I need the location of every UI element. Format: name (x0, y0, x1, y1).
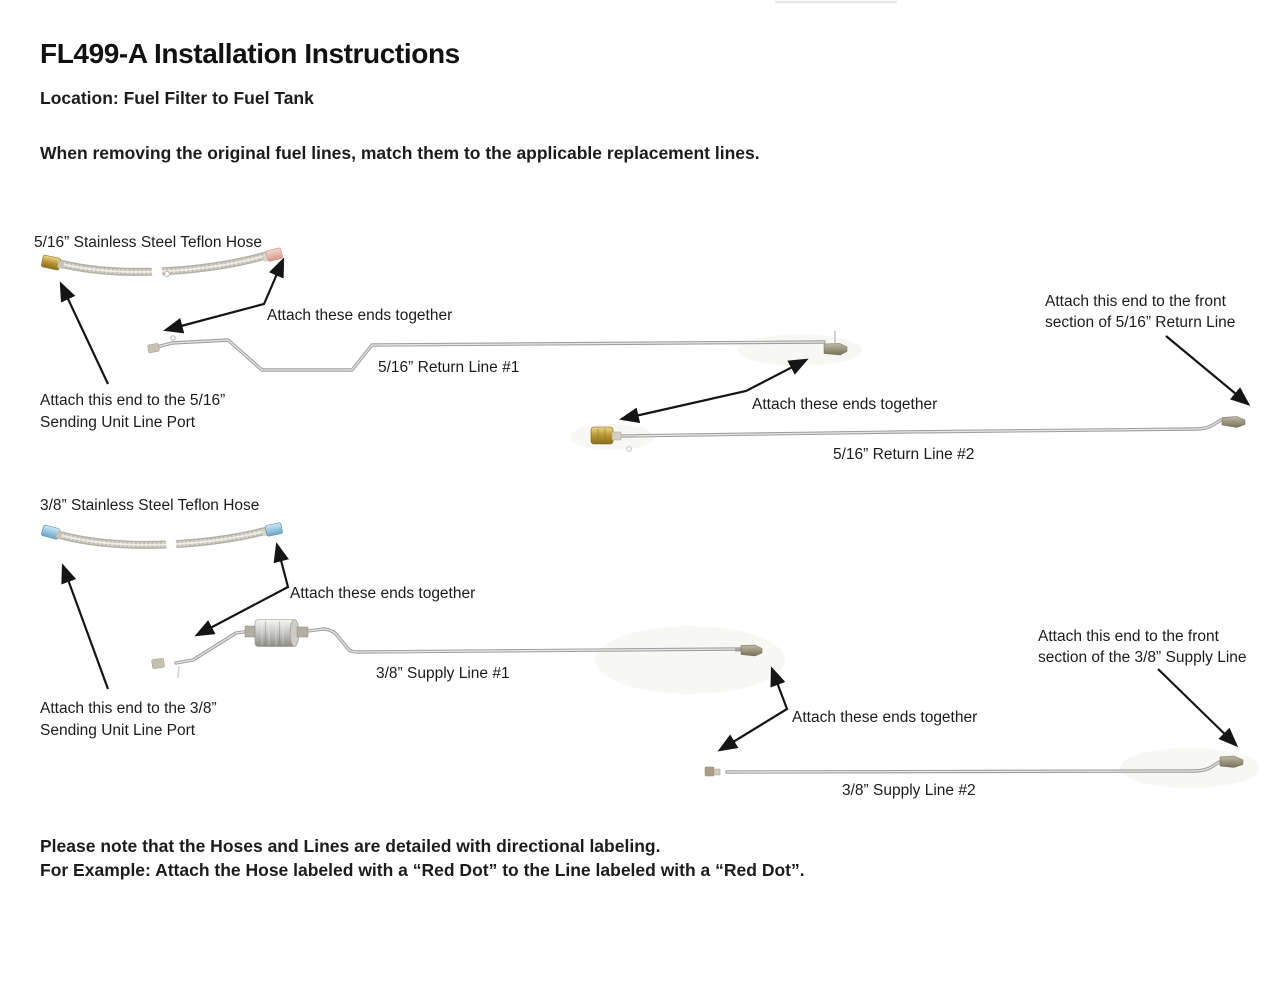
return-line-2-right-fitting (1221, 416, 1246, 428)
supply-line-2-right-fitting (1219, 755, 1244, 768)
attach-ends-label-38-lines: Attach these ends together (792, 709, 978, 726)
hose-38-segment-gap (165, 537, 177, 550)
sending-unit-label-516-line2: Sending Unit Line Port (40, 414, 196, 431)
sending-unit-label-516-line1: Attach this end to the 5/16” (40, 392, 226, 409)
arrow-516-line1-to-line2 (619, 358, 809, 424)
sending-unit-label-516: Attach this end to the 5/16” Sending Uni… (40, 390, 225, 434)
hose-516-segment-gap (151, 265, 163, 278)
front-section-label-516-line2: section of 5/16” Return Line (1045, 314, 1236, 331)
return-line-2-label: 5/16” Return Line #2 (833, 446, 975, 463)
arrow-516-sending-unit (59, 281, 109, 385)
fuel-filter-inlet-nut (244, 625, 256, 638)
photo-shadow (595, 626, 785, 694)
photo-shadow (1120, 748, 1260, 788)
hose-516-label: 5/16” Stainless Steel Teflon Hose (34, 234, 263, 251)
return-line-1-right-fitting (823, 343, 848, 356)
supply-line-2-image (704, 755, 1244, 777)
front-section-label-516-line1: Attach this end to the front (1045, 293, 1226, 310)
supply-line-1-clip (177, 665, 180, 679)
attach-ends-label-38-hose: Attach these ends together (290, 585, 476, 602)
supply-line-2-left-fitting (704, 766, 715, 777)
return-line-1-left-fitting (147, 343, 160, 353)
return-line-2-image (590, 416, 1246, 452)
hose-516-left-brass-fitting (41, 254, 65, 271)
attach-ends-label-516-lines: Attach these ends together (752, 396, 938, 413)
supply-line-2-collar (713, 768, 721, 776)
return-line-2-tube (619, 418, 1223, 438)
hose-38-image (41, 522, 283, 550)
hose-38-left-blue-fitting (41, 524, 63, 540)
sending-unit-label-38: Attach this end to the 3/8” Sending Unit… (40, 698, 217, 742)
front-section-label-516: Attach this end to the front section of … (1045, 291, 1235, 333)
page-title: FL499-A Installation Instructions (40, 38, 460, 69)
front-section-label-38-line2: section of the 3/8” Supply Line (1038, 649, 1247, 666)
top-divider-line (775, 1, 897, 3)
arrow-516-front-section (1165, 335, 1251, 406)
arrow-516-hose-to-line1 (163, 257, 285, 334)
intro-text: When removing the original fuel lines, m… (40, 143, 760, 163)
supply-line-1-label: 3/8” Supply Line #1 (376, 665, 510, 682)
return-line-1-label: 5/16” Return Line #1 (378, 359, 520, 376)
supply-line-2-label: 3/8” Supply Line #2 (842, 782, 976, 799)
hose-516-joint-ring (164, 271, 170, 277)
return-line-2-ring (626, 446, 632, 452)
location-subtitle: Location: Fuel Filter to Fuel Tank (40, 88, 314, 108)
sending-unit-label-38-line2: Sending Unit Line Port (40, 722, 196, 739)
front-section-label-38-line1: Attach this end to the front (1038, 628, 1219, 645)
arrow-38-sending-unit (61, 563, 110, 690)
arrow-38-front-section (1157, 668, 1239, 748)
return-line-1-image (147, 331, 848, 372)
arrow-38-line1-to-line2 (717, 666, 789, 752)
fuel-filter-outlet-nut (296, 626, 309, 638)
hose-38-right-blue-fitting (261, 522, 283, 537)
arrow-38-hose-to-line1 (194, 542, 290, 637)
hose-516-right-pink-fitting (262, 247, 283, 262)
return-line-2-collar (611, 431, 622, 441)
footer-note-line1: Please note that the Hoses and Lines are… (40, 836, 661, 856)
front-section-label-38: Attach this end to the front section of … (1038, 626, 1247, 668)
supply-line-1-right-fitting (740, 644, 763, 657)
hose-38-label: 3/8” Stainless Steel Teflon Hose (40, 497, 260, 514)
fuel-filter (244, 619, 309, 647)
return-line-2-brass-fitting (590, 426, 614, 445)
supply-line-1-front-highlight (175, 630, 251, 664)
supply-line-1-left-fitting (151, 658, 165, 669)
attach-ends-label-516-hose: Attach these ends together (267, 307, 453, 324)
footer-note-line2: For Example: Attach the Hose labeled wit… (40, 860, 805, 880)
return-line-1-ring (170, 335, 176, 341)
sending-unit-label-38-line1: Attach this end to the 3/8” (40, 700, 217, 717)
